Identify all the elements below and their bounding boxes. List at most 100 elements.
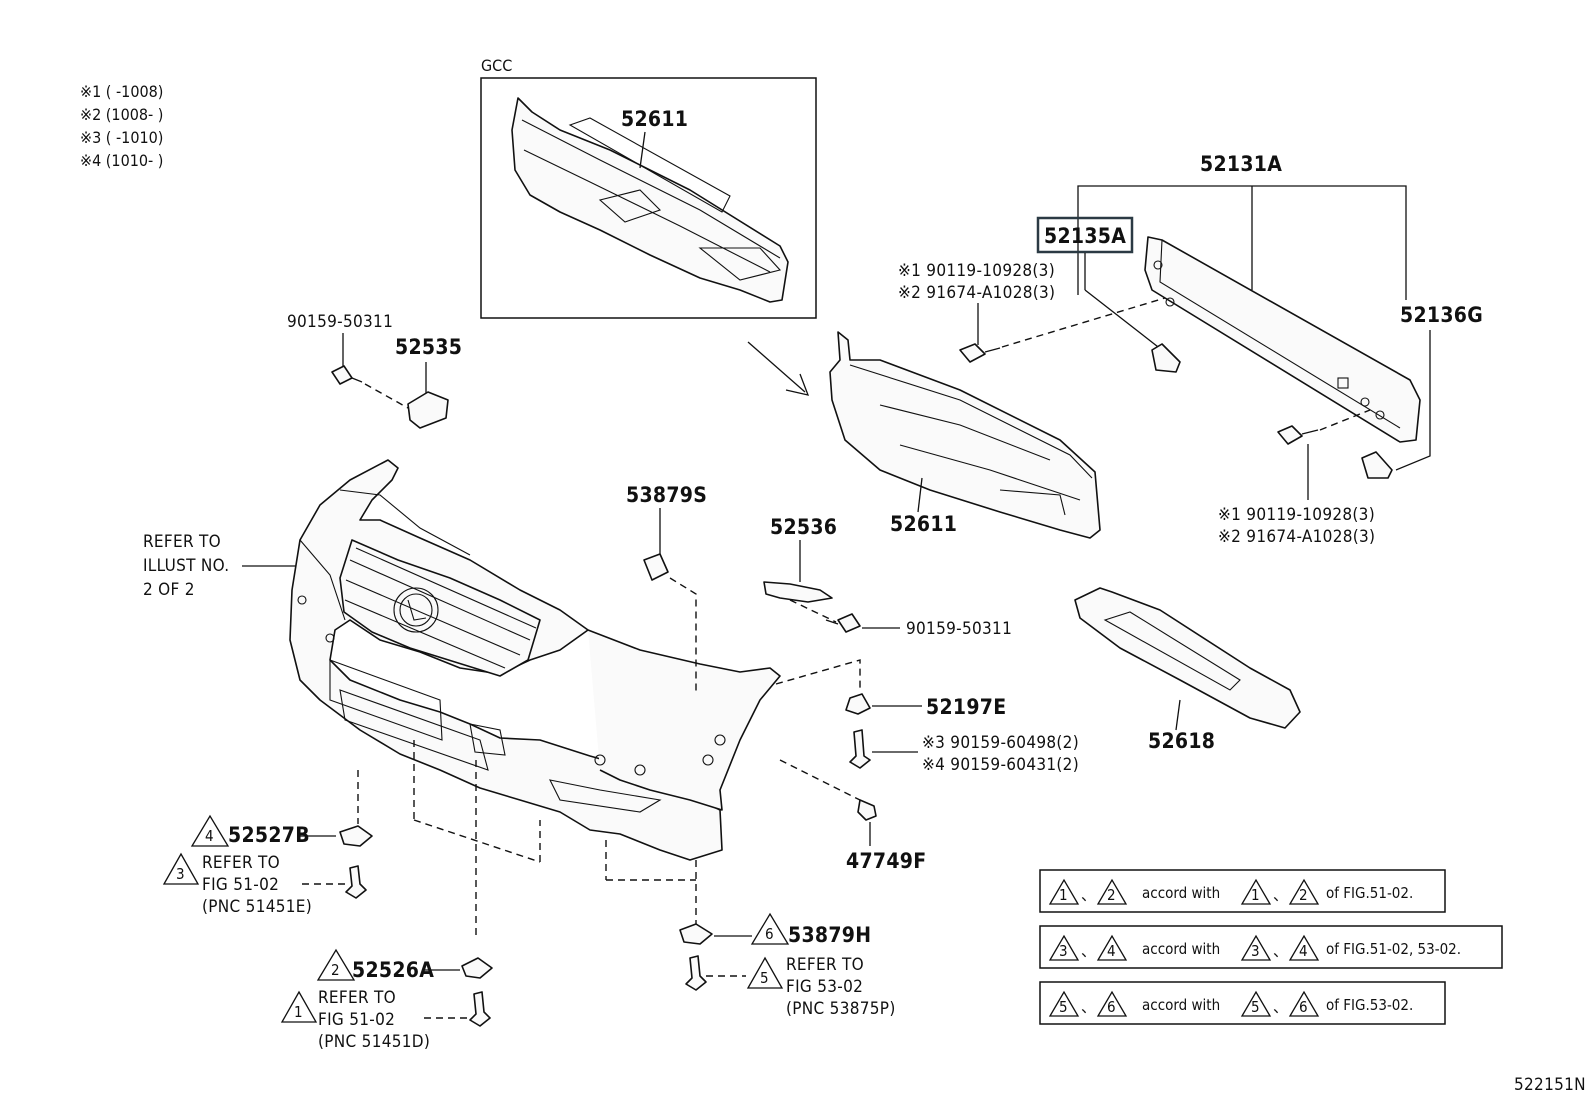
legend-1-c: 1 (1251, 886, 1260, 904)
reinforcement-beam (1144, 236, 1421, 443)
legend: 1 、 2 accord with 1 、 2 of FIG.51-02. 3 … (1039, 869, 1503, 1025)
gcc-inset: GCC 52611 (480, 56, 817, 319)
bracket-52135A (1151, 343, 1181, 373)
refer-53875P-3: (PNC 53875P) (786, 999, 896, 1019)
bolt-53875P (685, 955, 707, 991)
reinforcement-bolts: ※1 90119-10928(3) ※2 91674-A1028(3) ※1 9… (898, 261, 1375, 547)
footnotes: ※1 ( -1008) ※2 (1008- ) ※3 ( -1010) ※4 (… (80, 82, 163, 170)
triangle-52526A-num: 2 (331, 961, 340, 979)
label-47749F: 47749F (846, 849, 926, 873)
refer-51451D-2: FIG 51-02 (318, 1010, 395, 1030)
legend-3-sep: 、 (1081, 998, 1096, 1016)
label-52197E: 52197E (926, 695, 1006, 719)
legend-1-text: accord with (1142, 884, 1220, 902)
note-mid-4: ※4 90159-60431(2) (922, 755, 1079, 775)
label-52136G: 52136G (1400, 303, 1483, 327)
absorber-part (829, 331, 1101, 539)
legend-row-3: 5 、 6 accord with 5 、 6 of FIG.53-02. (1039, 981, 1446, 1025)
legend-2-sep: 、 (1081, 942, 1096, 960)
bracket-52535-group: 90159-50311 52535 (287, 312, 462, 429)
label-52618: 52618 (1148, 729, 1215, 753)
bracket-52535 (407, 391, 449, 429)
bolt-upper (959, 343, 986, 363)
legend-1-sep2: 、 (1273, 886, 1288, 904)
legend-1-fig: of FIG.51-02. (1326, 884, 1413, 902)
clip-53879S-group: 53879S (626, 483, 707, 692)
legend-2-b: 4 (1107, 942, 1116, 960)
reinforcement-52131A: 52131A 52135A 52136G (1036, 152, 1483, 479)
refer-51451E-2: FIG 51-02 (202, 875, 279, 895)
legend-2-fig: of FIG.51-02, 53-02. (1326, 940, 1461, 958)
note-upper-1: ※1 90119-10928(3) (898, 261, 1055, 281)
refer-51451D-3: (PNC 51451D) (318, 1032, 430, 1052)
legend-2-text: accord with (1142, 940, 1220, 958)
bumper-cover: REFER TO ILLUST NO. 2 OF 2 (143, 459, 781, 861)
triangle-51451D (280, 990, 318, 1023)
bolt-lower (1277, 425, 1303, 445)
clip-47749F-group: 47749F (779, 759, 926, 873)
label-90159-50311-mid: 90159-50311 (906, 619, 1012, 639)
nut-52527B (339, 825, 373, 847)
bolt-51451D (469, 991, 491, 1027)
legend-3-sep2: 、 (1273, 998, 1288, 1016)
nut-52526A-group: 2 52526A 1 REFER TO FIG 51-02 (PNC 51451… (280, 948, 493, 1052)
note-lower-1: ※1 90119-10928(3) (1218, 505, 1375, 525)
legend-1-b: 2 (1107, 886, 1116, 904)
triangle-53879H (750, 912, 790, 945)
bracket-52536-group: 52536 90159-50311 (763, 515, 1012, 639)
bolt-52535 (331, 365, 353, 385)
label-52536: 52536 (770, 515, 837, 539)
nut-53879H-group: 6 53879H 5 REFER TO FIG 53-02 (PNC 53875… (679, 912, 896, 1019)
triangle-52527B-num: 4 (205, 827, 214, 845)
triangle-52526A (316, 948, 356, 981)
legend-3-fig: of FIG.53-02. (1326, 996, 1413, 1014)
clip-53879S (643, 553, 669, 581)
note-lower-2: ※2 91674-A1028(3) (1218, 527, 1375, 547)
refer-illust-1: REFER TO (143, 532, 221, 552)
label-52526A: 52526A (352, 958, 434, 982)
legend-3-b: 6 (1107, 998, 1116, 1016)
legend-row-1: 1 、 2 accord with 1 、 2 of FIG.51-02. (1039, 869, 1446, 913)
highlight-52135A (1036, 216, 1134, 254)
refer-illust-3: 2 OF 2 (143, 580, 195, 600)
bracket-52136G (1361, 451, 1393, 479)
label-52611-gcc: 52611 (621, 107, 688, 131)
label-52131A: 52131A (1200, 152, 1282, 176)
footnote-3: ※3 ( -1010) (80, 128, 163, 147)
triangle-51451D-num: 1 (294, 1003, 303, 1021)
legend-2-d: 4 (1299, 942, 1308, 960)
absorber-52611: 52611 (829, 331, 1101, 539)
absorber-52618: 52618 (1074, 587, 1301, 753)
bolt-51451E (345, 865, 367, 899)
legend-2-c: 3 (1251, 942, 1260, 960)
nut-52526A (461, 957, 493, 979)
bolt-90159-50311 (837, 613, 861, 633)
bumper-side-part (587, 629, 781, 811)
refer-51451E-1: REFER TO (202, 853, 280, 873)
legend-3-a: 5 (1059, 998, 1068, 1016)
footnote-4: ※4 (1010- ) (80, 151, 163, 170)
note-upper-2: ※2 91674-A1028(3) (898, 283, 1055, 303)
nut-52197E-group: 52197E ※3 90159-60498(2) ※4 90159-60431(… (775, 659, 1079, 775)
legend-row-2: 3 、 4 accord with 3 、 4 of FIG.51-02, 53… (1039, 925, 1503, 969)
refer-illust-2: ILLUST NO. (143, 556, 229, 576)
refer-53875P-2: FIG 53-02 (786, 977, 863, 997)
gcc-label: GCC (481, 56, 512, 75)
nut-53879H (679, 923, 713, 945)
triangle-53875P-num: 5 (760, 969, 769, 987)
nut-52197E (845, 693, 871, 715)
legend-1-d: 2 (1299, 886, 1308, 904)
gcc-frame (480, 77, 817, 319)
legend-3-c: 5 (1251, 998, 1260, 1016)
label-52135A: 52135A (1044, 224, 1126, 248)
note-mid-3: ※3 90159-60498(2) (922, 733, 1079, 753)
direction-arrow (747, 341, 810, 396)
refer-51451D-1: REFER TO (318, 988, 396, 1008)
triangle-53875P (746, 956, 784, 989)
label-52527B: 52527B (228, 823, 310, 847)
legend-1-sep: 、 (1081, 886, 1096, 904)
refer-53875P-1: REFER TO (786, 955, 864, 975)
figure-number: 522151N (1514, 1075, 1586, 1095)
footnote-2: ※2 (1008- ) (80, 105, 163, 124)
